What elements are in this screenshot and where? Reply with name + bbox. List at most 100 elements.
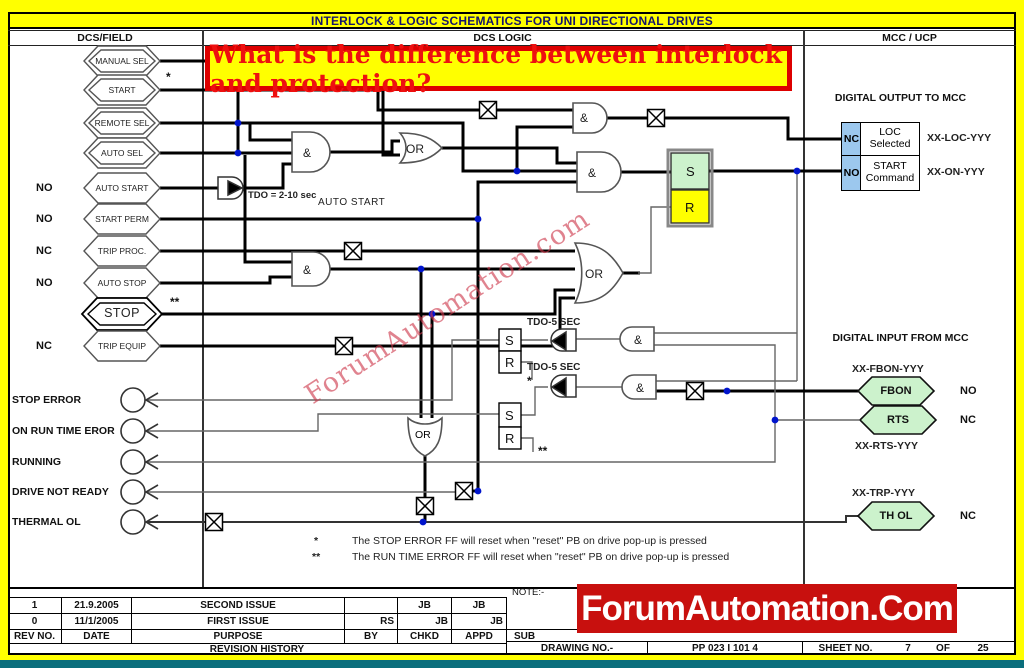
svg-text:S: S bbox=[505, 408, 514, 423]
field-input-start: START bbox=[108, 84, 136, 95]
revision-history-label: REVISION HISTORY bbox=[8, 643, 507, 655]
svg-text:S: S bbox=[505, 333, 514, 348]
tag-xx-fbon-yyy: XX-FBON-YYY bbox=[852, 363, 924, 375]
field-input-stop: STOP bbox=[104, 306, 140, 321]
start-command-cell: START Command bbox=[860, 154, 920, 191]
svg-text:OR: OR bbox=[415, 429, 431, 441]
auto-start-caption: AUTO START bbox=[318, 197, 386, 208]
svg-text:&: & bbox=[580, 111, 588, 125]
svg-text:&: & bbox=[303, 146, 311, 160]
mcc-input-fbon: FBON bbox=[880, 385, 912, 397]
rev1-purpose: SECOND ISSUE bbox=[132, 597, 345, 613]
contact-trip-equip: NC bbox=[36, 340, 52, 352]
rev1-appd: JB bbox=[452, 597, 507, 613]
rev0-purpose: FIRST ISSUE bbox=[132, 613, 345, 629]
status-drive-not-ready: DRIVE NOT READY bbox=[12, 486, 109, 498]
loc-selected-cell: LOC Selected bbox=[860, 122, 920, 156]
status-output-circles bbox=[120, 387, 159, 535]
tag-xx-rts-yyy: XX-RTS-YYY bbox=[855, 440, 919, 452]
sheet-no-label: SHEET NO. bbox=[818, 643, 873, 654]
note1-text: The STOP ERROR FF will reset when "reset… bbox=[352, 535, 707, 547]
contact-trip-proc: NC bbox=[36, 245, 52, 257]
header-rev-no: REV NO. bbox=[8, 629, 62, 643]
status-run-time-error: ON RUN TIME EROR bbox=[12, 425, 115, 437]
header-chkd: CHKD bbox=[398, 629, 452, 643]
svg-text:S: S bbox=[686, 164, 695, 179]
tdo-2-10-caption: TDO = 2-10 sec bbox=[248, 190, 317, 201]
status-running: RUNNING bbox=[12, 456, 61, 468]
svg-text:R: R bbox=[505, 431, 514, 446]
column-header-mcc-ucp: MCC / UCP bbox=[882, 32, 937, 44]
start-contact-cell: NO bbox=[841, 154, 862, 191]
svg-text:&: & bbox=[303, 263, 311, 277]
tag-xx-loc-yyy: XX-LOC-YYY bbox=[927, 132, 992, 144]
field-input-trip-equip: TRIP EQUIP bbox=[97, 340, 147, 351]
field-input-remote-sel: REMOTE SEL bbox=[94, 117, 150, 128]
rev1-date: 21.9.2005 bbox=[62, 597, 132, 613]
field-input-auto-start: AUTO START bbox=[95, 182, 149, 193]
column-header-band bbox=[8, 30, 1016, 46]
contact-fbon: NO bbox=[960, 385, 977, 397]
field-input-manual-sel: MANUAL SEL bbox=[95, 55, 149, 66]
contact-th-ol: NC bbox=[960, 510, 976, 522]
mcc-input-hexagons bbox=[856, 376, 938, 531]
sub-label: SUB bbox=[514, 630, 536, 642]
rev0-appd: JB bbox=[452, 613, 507, 629]
svg-text:&: & bbox=[636, 381, 644, 395]
note1-mark: * bbox=[314, 535, 319, 547]
junction-dots bbox=[234, 119, 801, 526]
tdo-5sec-caption-2: TDO-5 SEC bbox=[527, 362, 581, 373]
rev1-chkd: JB bbox=[398, 597, 452, 613]
or-gates bbox=[398, 132, 624, 457]
sheet-no-value: 7 bbox=[905, 643, 911, 654]
field-input-trip-proc: TRIP PROC. bbox=[97, 245, 147, 256]
bottom-edge-strip bbox=[0, 660, 1024, 668]
latch2-double-asterisk: ** bbox=[538, 444, 548, 458]
drawing-title: INTERLOCK & LOGIC SCHEMATICS FOR UNI DIR… bbox=[8, 12, 1016, 29]
svg-text:OR: OR bbox=[585, 267, 603, 281]
drawing-no-value: PP 023 I 101 4 bbox=[648, 642, 803, 655]
svg-text:&: & bbox=[588, 166, 596, 180]
status-thermal-ol: THERMAL OL bbox=[12, 516, 81, 528]
rev0-no: 0 bbox=[8, 613, 62, 629]
header-purpose: PURPOSE bbox=[132, 629, 345, 643]
timer-symbols bbox=[217, 176, 577, 398]
tag-xx-trp-yyy: XX-TRP-YYY bbox=[852, 487, 916, 499]
rev0-date: 11/1/2005 bbox=[62, 613, 132, 629]
tag-xx-on-yyy: XX-ON-YYY bbox=[927, 166, 985, 178]
rev0-chkd: JB bbox=[398, 613, 452, 629]
mcc-input-rts: RTS bbox=[887, 414, 909, 426]
rev1-no: 1 bbox=[8, 597, 62, 613]
digital-output-header: DIGITAL OUTPUT TO MCC bbox=[834, 92, 967, 104]
column-divider-left bbox=[202, 30, 204, 588]
header-date: DATE bbox=[62, 629, 132, 643]
field-input-start-perm: START PERM bbox=[95, 213, 149, 224]
question-banner: What is the difference between interlock… bbox=[205, 40, 792, 98]
rev1-by bbox=[345, 597, 398, 613]
svg-text:OR: OR bbox=[406, 142, 424, 156]
titleblock-divider bbox=[8, 587, 1016, 589]
stop-double-asterisk: ** bbox=[170, 295, 180, 309]
contact-rts: NC bbox=[960, 414, 976, 426]
sheet-of-label: OF bbox=[936, 643, 950, 654]
column-divider-right bbox=[803, 30, 805, 588]
column-header-dcs-logic: DCS LOGIC bbox=[473, 32, 532, 44]
field-input-auto-stop: AUTO STOP bbox=[97, 277, 147, 288]
brand-banner: ForumAutomation.Com bbox=[577, 584, 957, 633]
note-label: NOTE:- bbox=[512, 586, 545, 598]
svg-text:R: R bbox=[685, 200, 694, 215]
note2-mark: ** bbox=[312, 551, 321, 563]
loc-contact-cell: NC bbox=[841, 122, 862, 156]
contact-start-perm: NO bbox=[36, 213, 53, 225]
contact-auto-stop: NO bbox=[36, 277, 53, 289]
header-appd: APPD bbox=[452, 629, 507, 643]
x-box-symbols bbox=[204, 100, 705, 532]
start-asterisk: * bbox=[166, 70, 171, 84]
tdo-5sec-caption-1: TDO-5 SEC bbox=[527, 317, 581, 328]
main-sr-latch: S R bbox=[666, 148, 714, 228]
latch1-asterisk: * bbox=[527, 374, 532, 388]
total-sheets-value: 25 bbox=[977, 643, 989, 654]
mcc-input-th-ol: TH OL bbox=[879, 510, 913, 522]
header-by: BY bbox=[345, 629, 398, 643]
